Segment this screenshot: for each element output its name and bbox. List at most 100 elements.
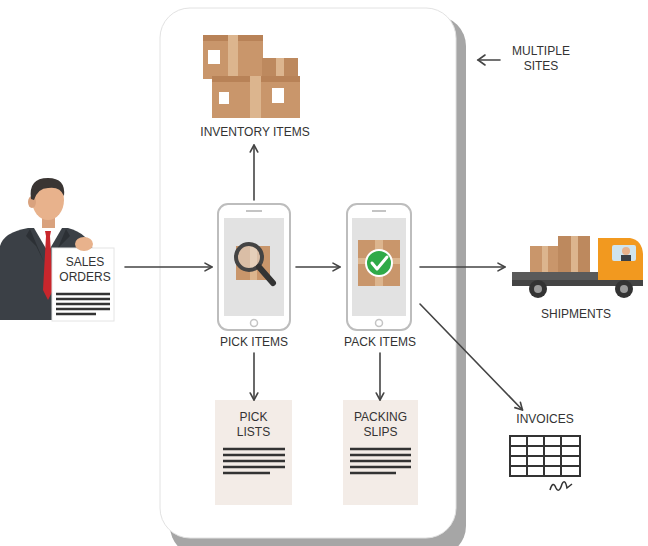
arrow-line [253, 145, 255, 200]
arrow-head [376, 393, 384, 400]
arrow-line [379, 353, 381, 400]
businessman [0, 178, 114, 321]
arrow-head [250, 393, 258, 400]
delivery-truck-part [598, 238, 643, 284]
arrow-line [420, 304, 523, 410]
shipment-node: SHIPMENTS [505, 228, 647, 325]
pack-phone-node: PACK ITEMS [340, 200, 420, 353]
node-label: INVENTORY ITEMS [190, 125, 320, 140]
pick-list-sheet [215, 400, 292, 505]
invoice-table-part [550, 482, 572, 491]
node-label: SALES ORDERS [57, 255, 113, 285]
flow-arrow [420, 263, 505, 271]
flow-arrow [296, 263, 340, 271]
delivery-truck-part [512, 272, 602, 280]
pack-phone-part [376, 320, 383, 327]
packing-slip-sheet-part [350, 449, 411, 473]
flow-arrow [250, 353, 258, 400]
cardboard-boxes [203, 35, 300, 118]
cardboard-boxes-part [219, 92, 229, 104]
packing-slip-sheet-part-part [350, 454, 411, 457]
pack-phone [347, 204, 411, 330]
invoice-table-part [510, 436, 580, 476]
packing-slip-sheet-part-part [350, 460, 411, 463]
businessman-part [75, 237, 93, 251]
pick-list-sheet-part-part [223, 460, 285, 463]
cardboard-boxes-part [212, 76, 300, 118]
site-panel [160, 8, 466, 546]
businessman-part-part [56, 293, 110, 296]
delivery-truck-part [622, 247, 630, 255]
pointer-arrow-part [478, 55, 485, 65]
packing-slip-sheet-part-part [350, 448, 411, 451]
node-label: PICK LISTS [229, 410, 278, 440]
delivery-truck-part [530, 246, 560, 272]
node-label: PACK ITEMS [340, 335, 420, 350]
flow-arrow [420, 304, 523, 410]
node-label: PICK ITEMS [212, 335, 296, 350]
arrow-head [250, 145, 258, 152]
delivery-truck-part [615, 280, 633, 298]
pack-phone-part [366, 250, 392, 276]
inventory-node: INVENTORY ITEMS [190, 30, 320, 145]
pack-phone-part [358, 240, 400, 286]
pick-list-sheet-part-part [223, 466, 285, 469]
node-label: PACKING SLIPS [349, 410, 412, 440]
pick-phone-part [246, 210, 262, 212]
pack-phone-part [352, 218, 406, 316]
pack-phone-part [372, 210, 386, 212]
cardboard-boxes-part [250, 76, 261, 118]
businessman-part [26, 229, 44, 262]
businessman-part-part [56, 313, 96, 316]
delivery-truck [512, 236, 643, 298]
pointer-arrow-part [478, 59, 500, 61]
arrow-head [333, 263, 340, 271]
packing-slip-sheet-part-part [350, 472, 396, 475]
invoice-node: INVOICES [500, 410, 590, 500]
delivery-truck-part [571, 236, 578, 272]
invoice-table-part [543, 436, 545, 476]
delivery-truck-part [558, 236, 590, 272]
arrow-head [205, 263, 212, 271]
pick-list-sheet-part-part [223, 454, 285, 457]
pick-list-sheet-part-part [223, 448, 285, 451]
document-box: PACKING SLIPS [343, 400, 418, 505]
packing-slip-sheet-part [343, 400, 418, 505]
cardboard-boxes-part [203, 35, 263, 79]
pick-phone-part [259, 267, 273, 283]
node-label: INVOICES [500, 412, 590, 427]
delivery-truck-part [529, 280, 547, 298]
arrow-line [420, 266, 505, 268]
pick-phone-node: PICK ITEMS [212, 200, 296, 353]
cardboard-boxes-part [272, 88, 284, 103]
businessman-part-part [56, 308, 110, 311]
delivery-truck-part [620, 285, 628, 293]
packing-slip-sheet [343, 400, 418, 505]
invoice-table [510, 436, 580, 490]
pick-list-sheet-part-part [223, 472, 270, 475]
cardboard-boxes-part [228, 35, 238, 79]
pack-phone-part [347, 204, 411, 330]
pick-list-sheet-part [223, 449, 285, 473]
site-panel-part [160, 8, 456, 538]
packing-slip-sheet-part-part [350, 466, 411, 469]
pick-phone [218, 204, 290, 330]
delivery-truck-part [534, 285, 542, 293]
arrow-line [253, 353, 255, 400]
businessman-part [56, 294, 110, 314]
node-label: MULTIPLE SITES [505, 44, 577, 74]
businessman-part [31, 178, 65, 200]
businessman-part [52, 248, 114, 321]
document-box: PICK LISTS [215, 400, 292, 505]
flow-arrow [250, 145, 258, 200]
pick-phone-part [224, 218, 284, 316]
pick-phone-part [218, 204, 290, 330]
delivery-truck-part [542, 246, 548, 272]
arrow-line [296, 266, 340, 268]
sales-orders-figure: SALES ORDERS [0, 178, 125, 323]
site-region: MULTIPLE SITESINVENTORY ITEMSPICK ITEMSP… [160, 8, 456, 538]
delivery-truck-part [621, 255, 631, 261]
invoice-table-part [560, 436, 562, 476]
delivery-truck-part [612, 245, 636, 261]
pick-phone-part [251, 320, 258, 327]
